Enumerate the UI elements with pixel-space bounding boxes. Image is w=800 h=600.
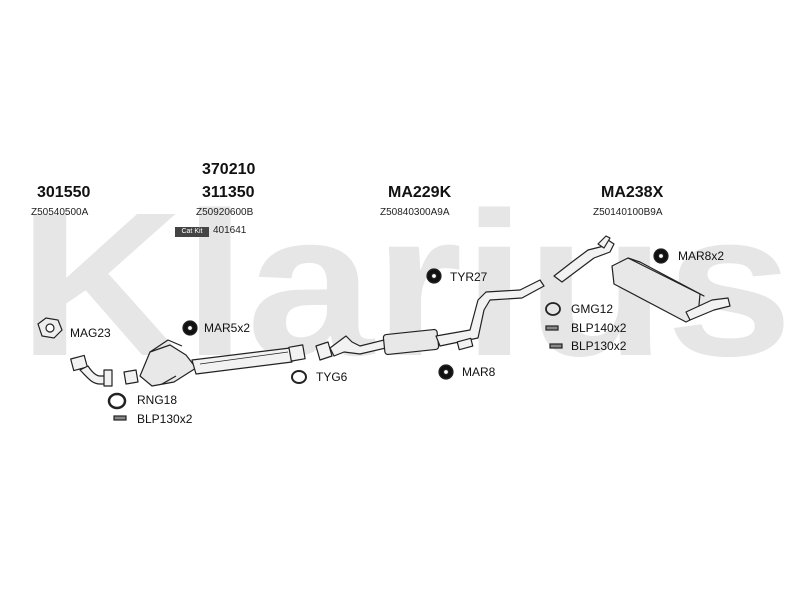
ref-number-Z50140100B9A: Z50140100B9A — [593, 207, 663, 218]
part-number-MA229K: MA229K — [388, 184, 452, 201]
rear-silencer — [553, 235, 731, 323]
catalytic-converter — [139, 339, 306, 387]
part-number-370210: 370210 — [202, 161, 256, 178]
label-blp130x2-left: BLP130x2 — [137, 412, 193, 426]
front-downpipe — [70, 354, 139, 387]
label-mar8: MAR8 — [462, 365, 496, 379]
fitting-icons — [37, 248, 669, 421]
label-tyr27: TYR27 — [450, 270, 488, 284]
label-tyg6: TYG6 — [316, 370, 348, 384]
part-number-301550: 301550 — [37, 184, 91, 201]
rng18-ring-icon — [107, 392, 127, 410]
ref-number-Z50540500A: Z50540500A — [31, 207, 89, 218]
label-gmg12: GMG12 — [571, 302, 614, 316]
label-mar8x2: MAR8x2 — [678, 249, 725, 263]
cat-kit-badge: Cat Kit — [175, 227, 209, 237]
blp130x2-bolt-left-icon — [113, 415, 127, 421]
ref-number-Z50920600B: Z50920600B — [196, 207, 254, 218]
label-mag23: MAG23 — [70, 326, 111, 340]
label-mar5x2: MAR5x2 — [204, 321, 251, 335]
part-number-311350: 311350 — [202, 184, 255, 201]
part-number-MA238X: MA238X — [601, 184, 664, 201]
cat-kit-number: 401641 — [213, 225, 247, 236]
label-rng18: RNG18 — [137, 393, 178, 407]
blp140x2-bolt-icon — [545, 325, 559, 331]
centre-silencer-pipe — [315, 279, 545, 361]
ref-number-Z50840300A9A: Z50840300A9A — [380, 207, 450, 218]
blp130x2-bolt-right-icon — [549, 343, 563, 349]
gmg12-gasket-icon — [545, 302, 561, 316]
tyg6-ring-icon — [291, 370, 307, 384]
label-blp130x2-right: BLP130x2 — [571, 339, 627, 353]
label-blp140x2: BLP140x2 — [571, 321, 627, 335]
